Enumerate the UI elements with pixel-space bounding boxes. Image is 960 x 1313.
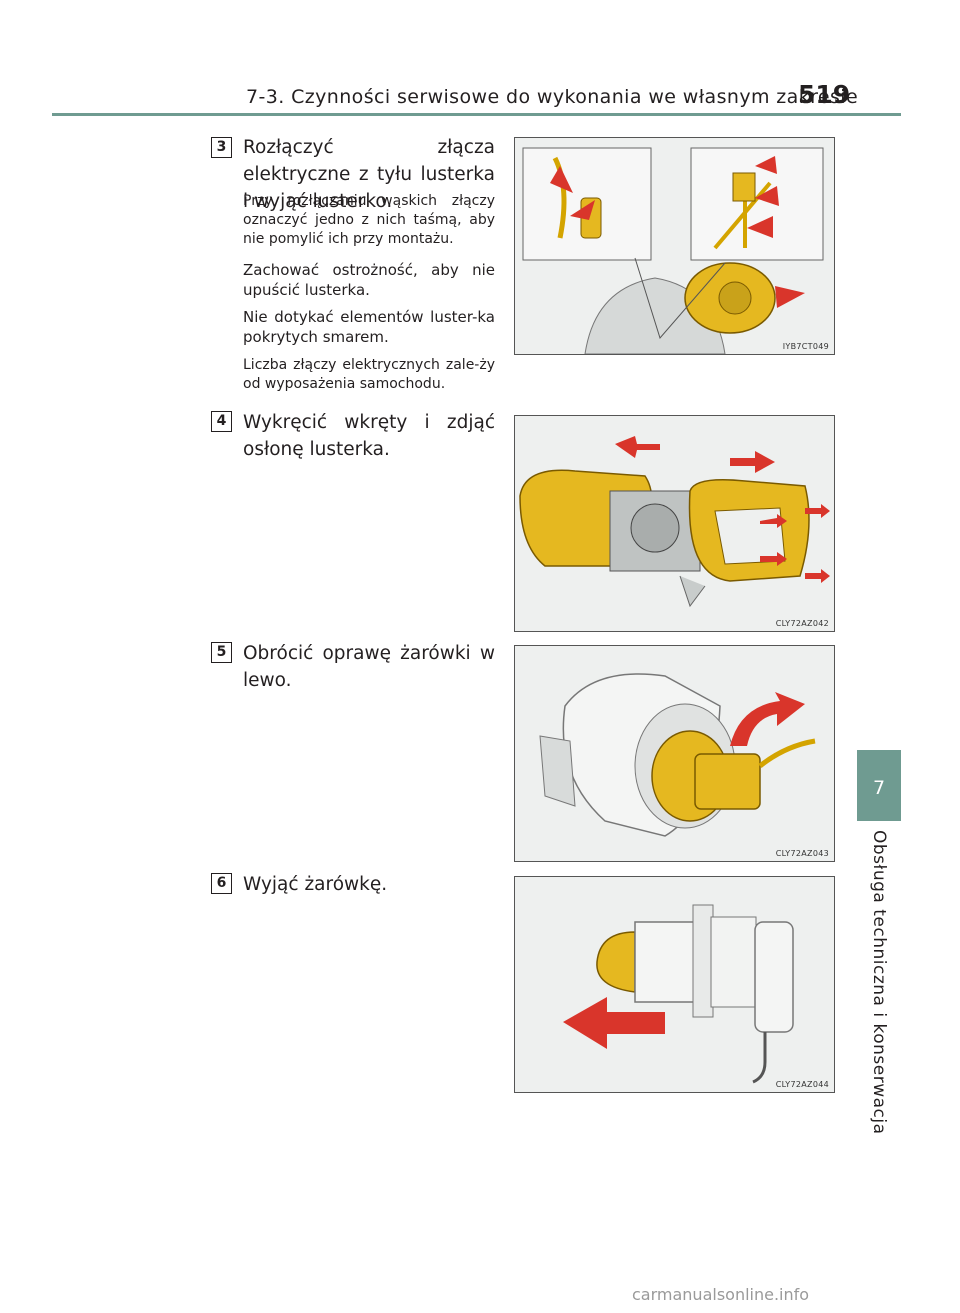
step-instruction: Wyjąć żarówkę. bbox=[243, 874, 388, 895]
figure-mirror-cover: CLY72AZ042 bbox=[514, 415, 835, 632]
figure-bulb-removal: CLY72AZ044 bbox=[514, 876, 835, 1093]
step-note: Nie dotykać elementów luster-ka pokrytyc… bbox=[243, 308, 495, 346]
step-badge: 4 bbox=[211, 411, 232, 432]
step-note: Zachować ostrożność, aby nie upuścić lus… bbox=[243, 261, 495, 299]
step-instruction: Wykręcić wkręty i zdjąć osłonę lusterka. bbox=[243, 412, 495, 460]
step-instruction: Rozłączyć złącza elektryczne z tyłu lust… bbox=[243, 137, 495, 212]
watermark[interactable]: carmanualsonline.info bbox=[632, 1285, 810, 1304]
step-badge: 3 bbox=[211, 137, 232, 158]
step-badge: 5 bbox=[211, 642, 232, 663]
step-badge: 6 bbox=[211, 873, 232, 894]
header-divider bbox=[52, 113, 901, 116]
figure-mirror-connectors: IYB7CT049 bbox=[514, 137, 835, 355]
step-instruction: Obrócić oprawę żarówki w lewo. bbox=[243, 643, 495, 691]
section-title: 7-3. Czynności serwisowe do wykonania we… bbox=[246, 86, 859, 108]
chapter-tab[interactable]: 7 bbox=[857, 750, 901, 821]
figure-code: CLY72AZ042 bbox=[775, 619, 829, 628]
step-note: Przy rozłączaniu wąskich złączy oznaczyć… bbox=[243, 193, 495, 247]
page-number: 519 bbox=[798, 80, 851, 109]
step-note: Liczba złączy elektrycznych zale-ży od w… bbox=[243, 357, 495, 392]
figure-code: CLY72AZ043 bbox=[775, 849, 829, 858]
figure-code: IYB7CT049 bbox=[782, 342, 829, 351]
chapter-number: 7 bbox=[872, 777, 886, 799]
figure-bulb-socket: CLY72AZ043 bbox=[514, 645, 835, 862]
chapter-label: Obsługa techniczna i konserwacja bbox=[869, 830, 889, 1135]
figure-code: CLY72AZ044 bbox=[775, 1080, 829, 1089]
